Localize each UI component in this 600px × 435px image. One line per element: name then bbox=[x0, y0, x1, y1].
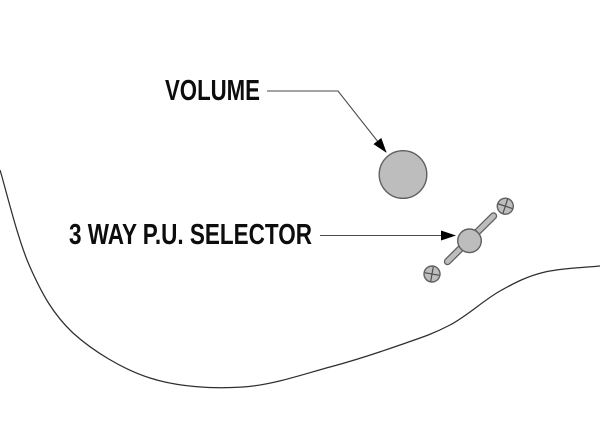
selector-knob bbox=[457, 228, 483, 254]
selector-label: 3 WAY P.U. SELECTOR bbox=[69, 219, 312, 251]
screw-cross-icon bbox=[430, 266, 434, 282]
volume-knob bbox=[378, 149, 428, 199]
selector-screw-top bbox=[496, 197, 514, 215]
guitar-body-outline bbox=[0, 169, 600, 389]
pickup-selector-switch bbox=[423, 197, 514, 283]
selector-screw-bottom bbox=[423, 265, 441, 283]
volume-leader-line bbox=[267, 90, 387, 153]
screw-cross-icon bbox=[502, 198, 509, 214]
volume-label: VOLUME bbox=[165, 75, 260, 107]
